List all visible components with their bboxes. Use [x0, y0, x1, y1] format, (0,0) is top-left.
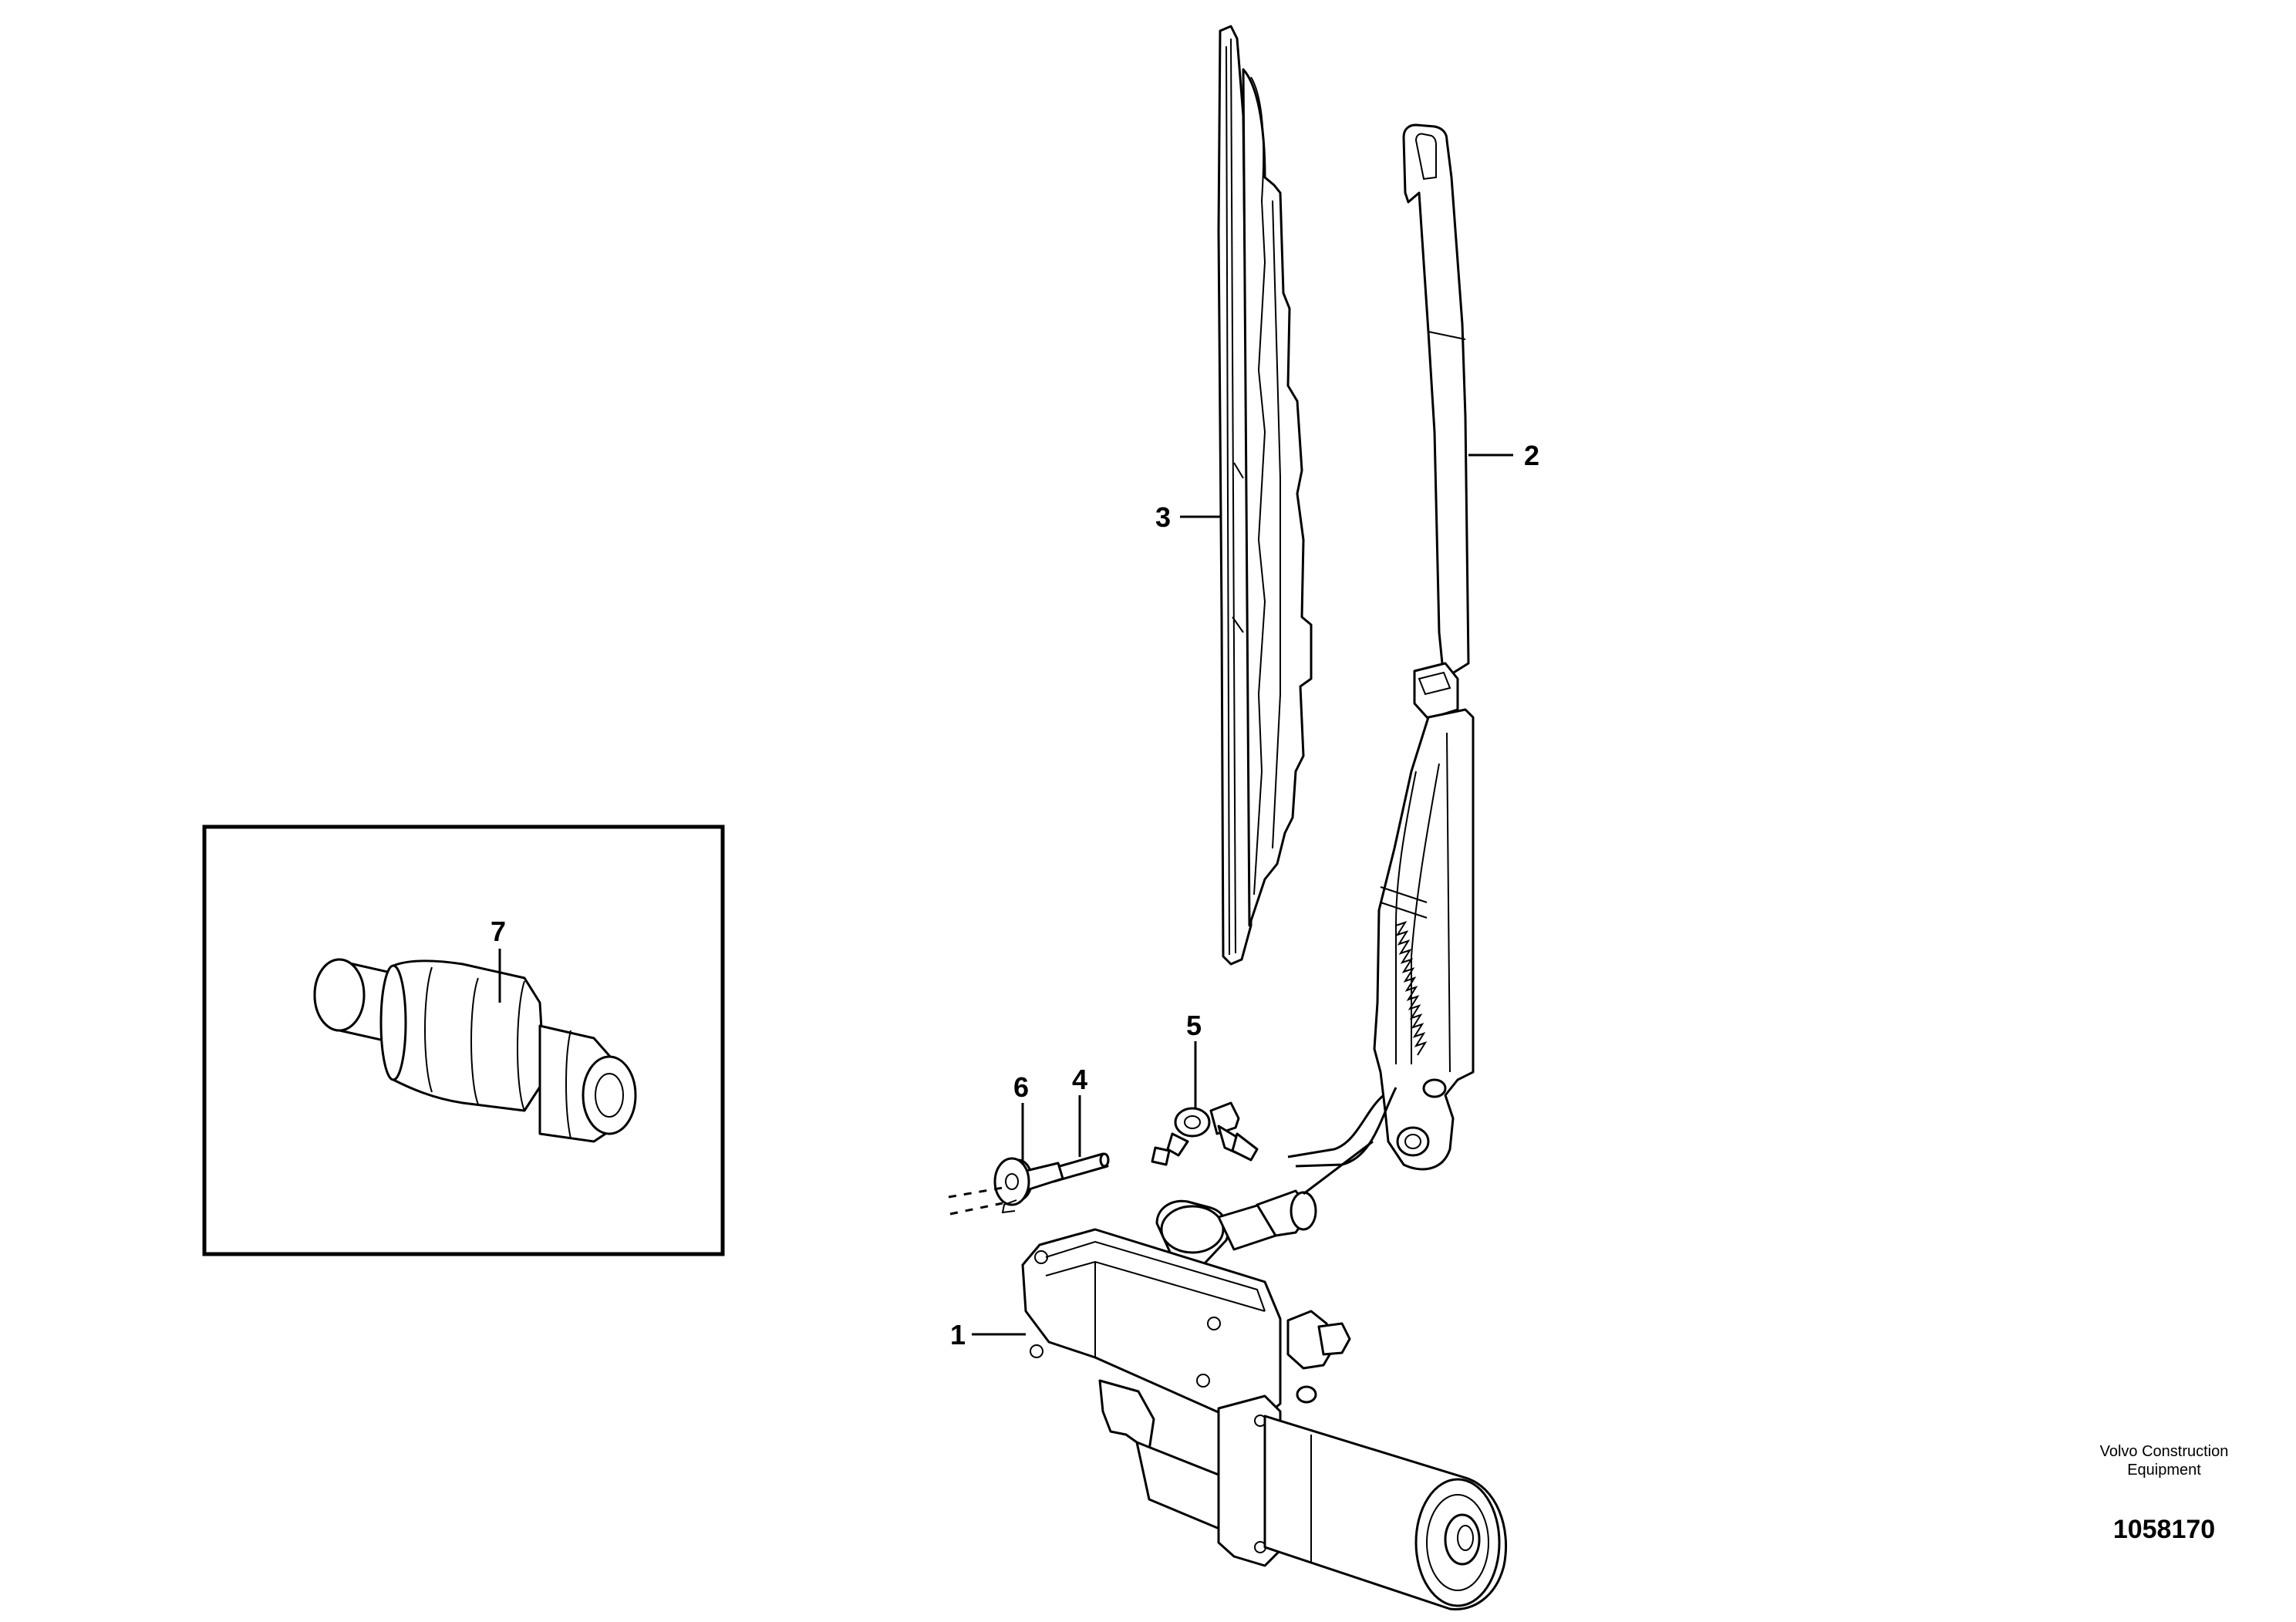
grommet: [948, 1157, 1064, 1216]
leader-lines: [498, 454, 1513, 1336]
company-name-line1: Volvo Construction: [2100, 1443, 2229, 1460]
wiper-blade: [1217, 25, 1313, 966]
detail-box: [202, 824, 725, 1256]
callout-6: 6: [1013, 1071, 1029, 1103]
callout-7: 7: [491, 916, 506, 947]
callout-5: 5: [1186, 1010, 1202, 1041]
company-name-line2: Equipment: [2127, 1462, 2201, 1479]
callout-2: 2: [1524, 440, 1539, 471]
callout-1: 1: [950, 1319, 966, 1351]
callout-4: 4: [1072, 1064, 1087, 1095]
callout-labels: 3 2 1 4 6 5 7: [491, 440, 1539, 1351]
wiper-motor: [1021, 1140, 1508, 1610]
wiper-arm: [1287, 123, 1475, 1171]
callout-3: 3: [1155, 501, 1171, 533]
drawing-number: 1058170: [2113, 1515, 2215, 1544]
fitting: [1151, 1101, 1259, 1166]
nozzle-detail: [313, 958, 637, 1143]
title-block: Volvo Construction Equipment 1058170: [2100, 1443, 2229, 1544]
